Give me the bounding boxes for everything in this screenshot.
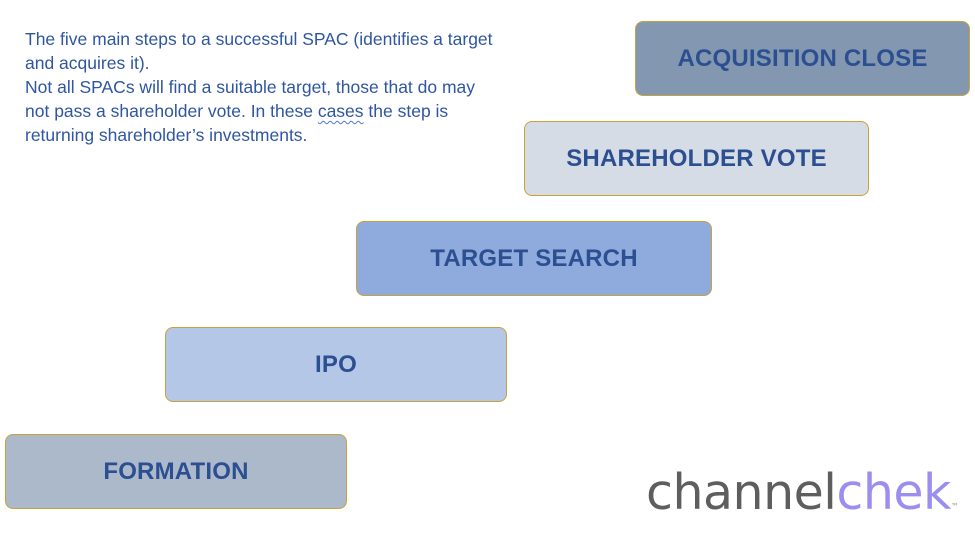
step-target-search: TARGET SEARCH (356, 221, 712, 296)
step-label: ACQUISITION CLOSE (677, 44, 928, 72)
intro-line-2-end: the step is returning shareholder’s inve… (25, 101, 449, 145)
step-label: TARGET SEARCH (430, 244, 638, 272)
step-label: FORMATION (103, 457, 249, 485)
step-ipo: IPO (165, 327, 507, 402)
logo-text-chek: chek (836, 464, 951, 521)
intro-line-2-start: Not all SPACs will find a suitable targe… (25, 77, 476, 121)
step-shareholder-vote: SHAREHOLDER VOTE (524, 121, 869, 196)
intro-line-1: The five main steps to a successful SPAC… (25, 29, 493, 73)
logo-text-channel: channel (646, 464, 837, 521)
step-label: IPO (315, 350, 357, 378)
intro-text: The five main steps to a successful SPAC… (25, 27, 495, 147)
step-acquisition-close: ACQUISITION CLOSE (635, 21, 970, 96)
step-label: SHAREHOLDER VOTE (566, 144, 827, 172)
channelchek-logo: channelchek™ (646, 458, 959, 528)
trademark-symbol: ™ (950, 502, 959, 511)
intro-line-2: Not all SPACs will find a suitable targe… (25, 75, 495, 147)
spellcheck-marked-word: cases (317, 101, 364, 121)
step-formation: FORMATION (5, 434, 347, 509)
